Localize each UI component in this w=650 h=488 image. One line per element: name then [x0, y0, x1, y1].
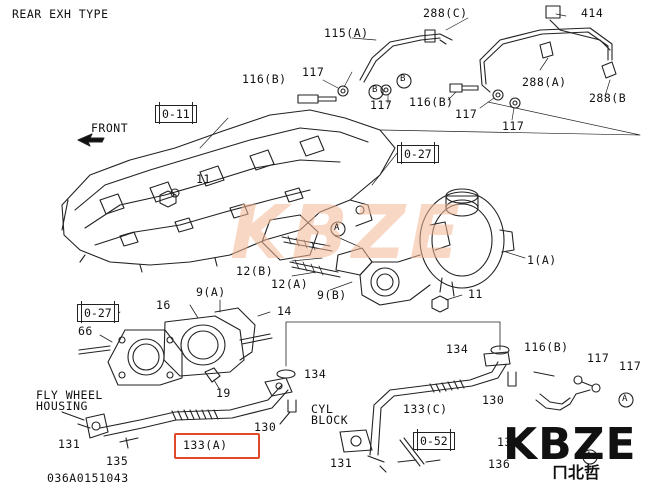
callout-116b-2: 116(B) [409, 95, 454, 109]
callout-136-lower: 136 [488, 457, 511, 471]
circle-label-a-3: A [586, 451, 592, 461]
callout-9b: 9(B) [317, 288, 347, 302]
callout-117-6: 117 [619, 359, 642, 373]
circle-label-a-2: A [622, 394, 628, 404]
drawing-code: 036A0151043 [47, 471, 129, 485]
callout-130-right: 130 [482, 393, 505, 407]
ref-box-0-11: 0-11 [155, 102, 197, 124]
ref-box-0-27-top: 0-27 [397, 142, 439, 164]
highlight-133a [174, 433, 260, 459]
return-line-right [533, 371, 601, 411]
block-note: BLOCK [311, 413, 349, 427]
callout-136-upper: 136 [497, 435, 520, 449]
circle-b-top-left [368, 84, 384, 100]
front-label: FRONT [91, 121, 129, 135]
pipe-133a [61, 369, 297, 449]
callout-116b-3: 116(B) [524, 340, 569, 354]
callout-117-4: 117 [502, 119, 525, 133]
callout-12a: 12(A) [271, 277, 309, 291]
callout-130-left: 130 [254, 420, 277, 434]
callout-131-right: 131 [330, 456, 353, 470]
callout-115a: 115(A) [324, 26, 369, 40]
callout-66: 66 [78, 324, 93, 338]
front-arrow-icon [77, 133, 105, 147]
ref-box-0-27-left: 0-27 [77, 301, 119, 323]
callout-133c: 133(C) [403, 402, 448, 416]
fly-wheel-note: FLY WHEEL [36, 388, 103, 402]
callout-134-right: 134 [446, 342, 469, 356]
watermark: KBZE [230, 190, 464, 276]
page-title: REAR EXH TYPE [12, 7, 109, 21]
circle-label-b-2: B [400, 74, 406, 84]
callout-12b: 12(B) [236, 264, 274, 278]
callout-117-1: 117 [302, 65, 325, 79]
circle-label-a-1: A [334, 223, 340, 233]
callout-1a: 1(A) [527, 253, 557, 267]
flange-gasket-set [78, 307, 273, 386]
callout-9a: 9(A) [196, 285, 226, 299]
oil-feed-pipes [359, 5, 617, 93]
housing-note: HOUSING [36, 399, 88, 413]
brand-logo: KBZE [503, 419, 637, 470]
callout-117-3: 117 [455, 107, 478, 121]
callout-288c: 288(C) [423, 6, 468, 20]
stud-12b [281, 236, 333, 252]
callout-11-lower: 11 [468, 287, 483, 301]
callout-16: 16 [156, 298, 171, 312]
callout-131-left: 131 [58, 437, 81, 451]
callout-135: 135 [106, 454, 129, 468]
callout-14: 14 [277, 304, 292, 318]
turbocharger [335, 188, 515, 306]
circle-a-right [618, 392, 634, 408]
brand-subtitle: ㄇ北哲 [552, 463, 601, 482]
nut-11-lower [431, 295, 449, 313]
callout-288a: 288(A) [522, 75, 567, 89]
callout-288b: 288(B [589, 91, 627, 105]
callout-11-upper: 11 [196, 172, 211, 186]
callout-133a: 133(A) [183, 438, 228, 452]
nut-11-upper [159, 190, 177, 208]
exhaust-manifold [61, 109, 396, 273]
circle-a-bottom [582, 449, 598, 465]
circle-markers [330, 73, 634, 465]
callout-19: 19 [216, 386, 231, 400]
circle-b-top-right [396, 73, 412, 89]
ref-box-0-52: 0-52 [413, 429, 455, 451]
cyl-note: CYL [311, 402, 334, 416]
circle-label-b-1: B [372, 85, 378, 95]
circle-a-mid [330, 221, 346, 237]
callout-116b-1: 116(B) [242, 72, 287, 86]
callout-117-5: 117 [587, 351, 610, 365]
leader-lines [174, 13, 641, 301]
callout-414: 414 [581, 6, 604, 20]
callout-117-2: 117 [370, 98, 393, 112]
callout-134-left: 134 [304, 367, 327, 381]
pipe-133c [339, 345, 517, 473]
